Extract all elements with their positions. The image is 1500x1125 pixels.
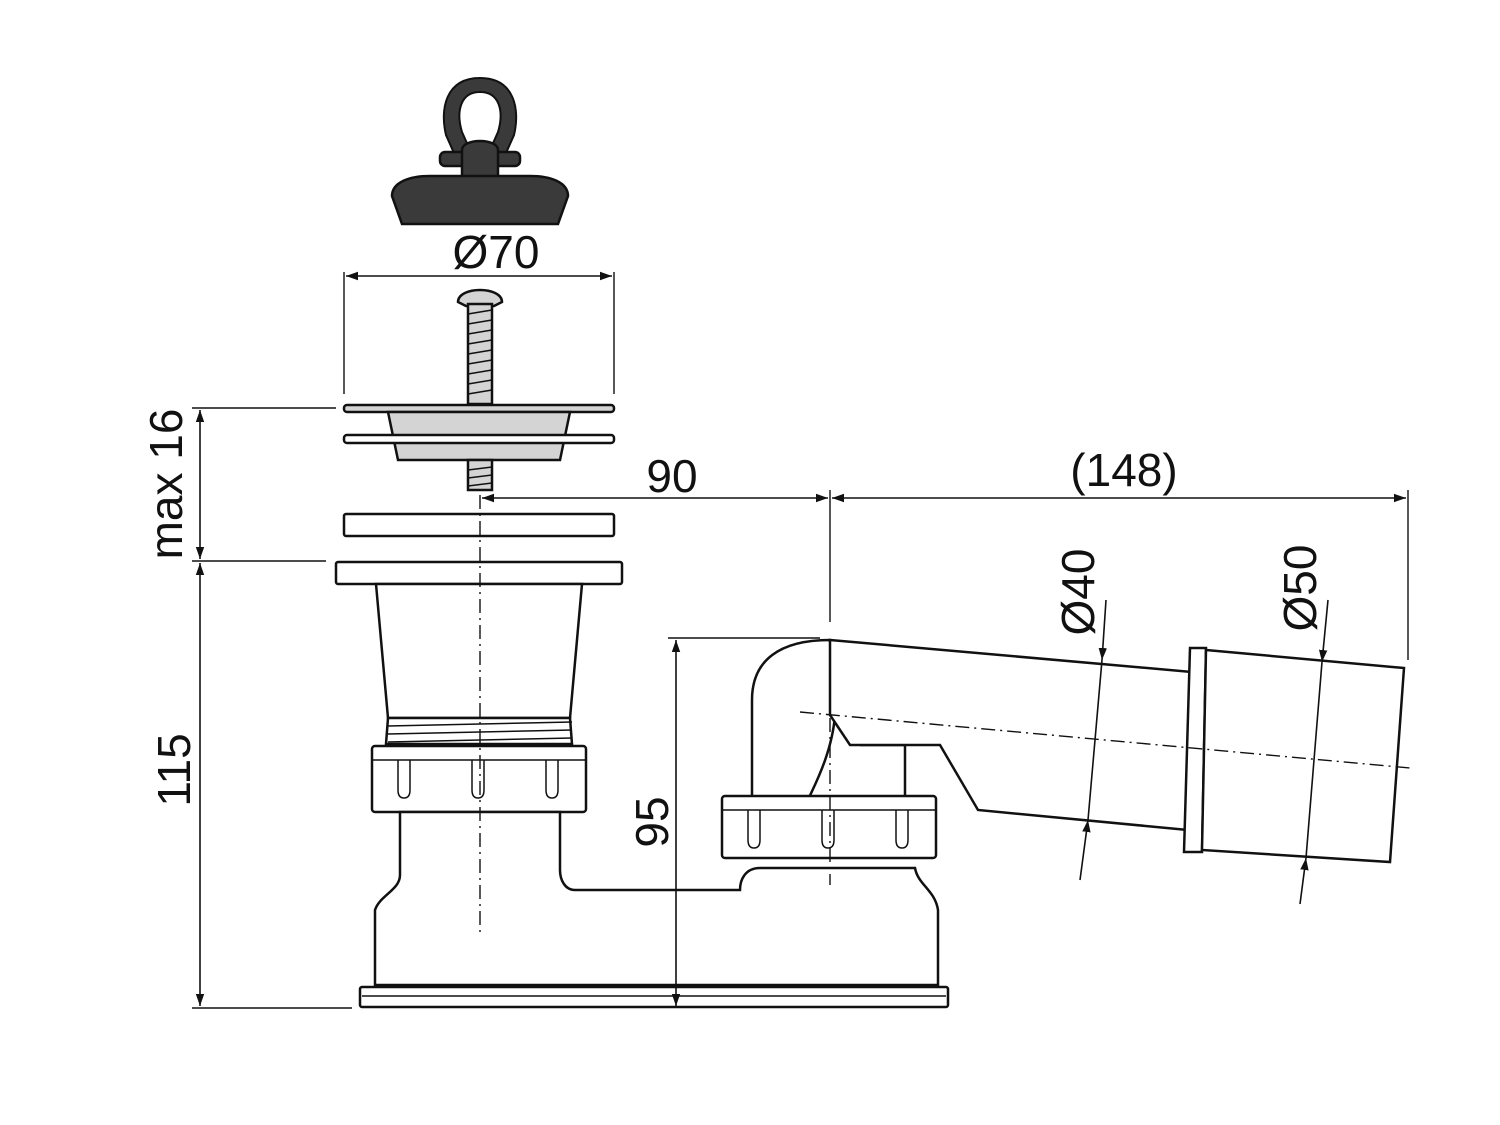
body-cone — [374, 582, 584, 720]
centre-lines — [479, 495, 1411, 935]
pipe-collar — [1182, 646, 1208, 854]
lower-flange — [342, 433, 616, 445]
drain-screw — [456, 288, 504, 406]
elbow-inner — [860, 743, 907, 800]
screw-head — [456, 288, 504, 308]
body-housing — [373, 810, 940, 987]
label-95: 95 — [626, 796, 678, 847]
dim-line-diameter-40 — [1087, 659, 1103, 821]
body-flange — [334, 560, 624, 586]
dim-line-diameter-50 — [1305, 661, 1323, 859]
body-nut — [370, 744, 588, 814]
nut-ribs — [397, 760, 559, 799]
dim-line-diameter-40-top — [1098, 599, 1107, 661]
outlet-elbow — [720, 638, 1406, 864]
label-diameter-50: Ø50 — [1274, 545, 1326, 632]
gasket — [342, 512, 616, 538]
extension-lines — [192, 272, 1409, 1009]
stopper-plug — [390, 174, 570, 226]
outlet-nut-ribs — [747, 810, 909, 849]
label-diameter-70: Ø70 — [453, 226, 540, 278]
pipe-end — [1200, 648, 1406, 864]
dim-line-diameter-50-top — [1318, 599, 1329, 663]
label-max-16: max 16 — [140, 409, 192, 560]
label-diameter-40: Ø40 — [1052, 549, 1104, 636]
outlet-nut — [720, 794, 938, 860]
label-115: 115 — [148, 733, 200, 806]
label-148: (148) — [1070, 444, 1177, 496]
dimension-labels: Ø70 max 16 115 90 (148) 95 Ø40 Ø50 — [140, 226, 1326, 848]
strainer-assembly — [342, 403, 616, 492]
drain-body — [334, 560, 950, 1009]
screw-thread — [467, 309, 493, 395]
dim-line-diameter-40-bottom — [1079, 819, 1091, 881]
rubber-stopper — [390, 76, 570, 226]
elbow-bend — [750, 638, 837, 802]
label-90: 90 — [646, 450, 697, 502]
base-plate — [358, 985, 950, 1009]
dimension-lines — [195, 271, 1406, 1006]
stopper-knob — [460, 139, 500, 180]
dim-line-diameter-50-bottom — [1299, 857, 1309, 905]
